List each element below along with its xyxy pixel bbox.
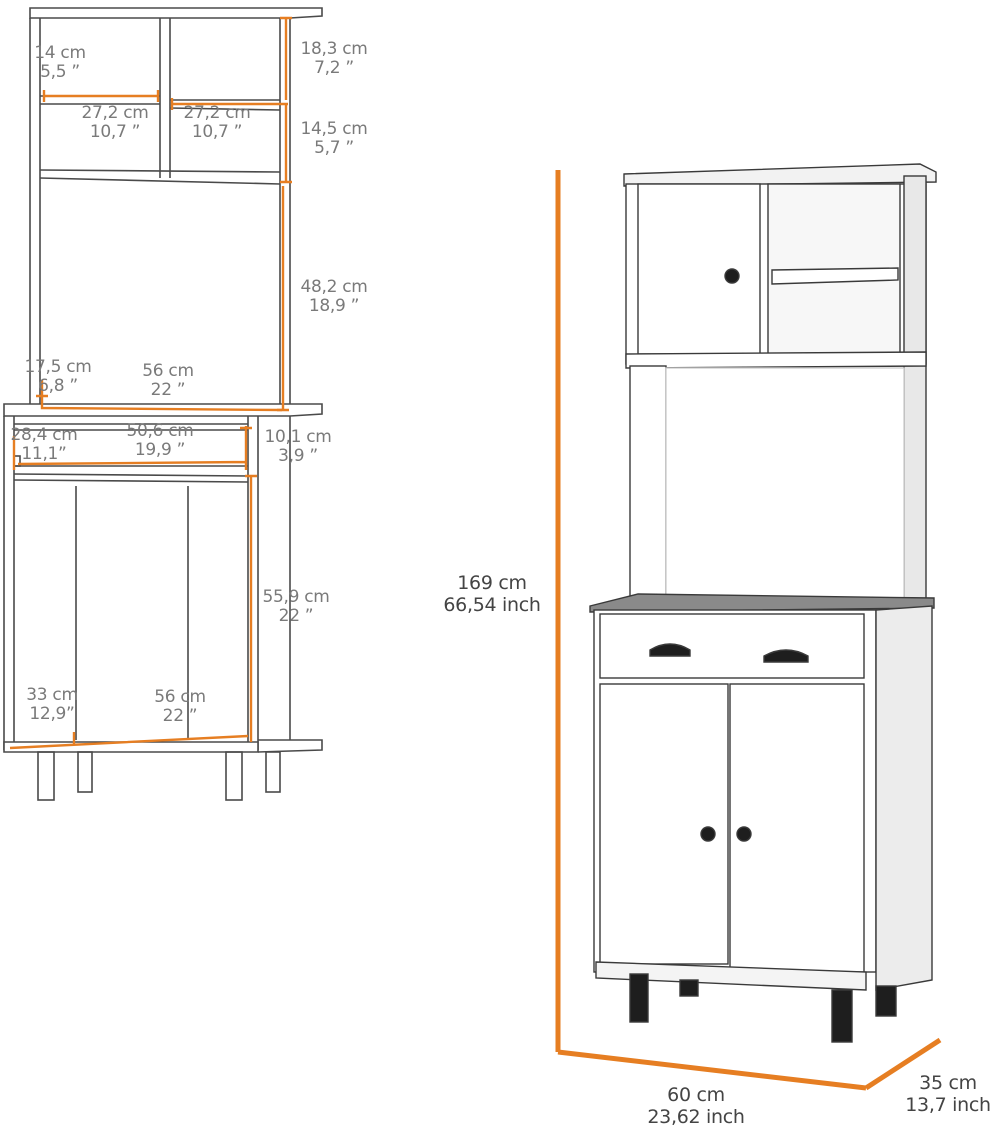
- label-top-compartment-height: 18,3 cm 7,2 ”: [300, 39, 368, 78]
- label-overall-height: 169 cm 66,54 inch: [443, 572, 541, 616]
- leg-front-right: [225, 751, 243, 801]
- label-base-width: 56 cm 22 ”: [154, 687, 206, 726]
- render-hutch-bottom: [625, 351, 927, 369]
- leg-back-left: [77, 751, 93, 793]
- leg-front-left: [37, 751, 55, 801]
- product-render: [589, 163, 937, 1043]
- render-left-door: [599, 683, 729, 965]
- render-hutch-top: [623, 163, 937, 187]
- product-dimensions: [555, 170, 942, 1091]
- base-back-right: [257, 416, 323, 753]
- dim-drawer-width: [17, 426, 252, 470]
- base-left-side: [3, 416, 15, 750]
- base-right-side: [247, 416, 259, 750]
- render-shelf-board: [771, 267, 899, 285]
- base-interior-panels: [75, 486, 189, 740]
- label-shelf-left-width: 27,2 cm 10,7 ”: [81, 103, 149, 142]
- line-drawing-dimensions: [9, 16, 292, 750]
- render-leg-back-left: [679, 979, 699, 997]
- label-countertop-width: 56 cm 22 ”: [142, 361, 194, 400]
- dim-overall-depth: [864, 1037, 942, 1091]
- label-drawer-width: 50,6 cm 19,9 ”: [126, 421, 194, 460]
- label-drawer-depth: 28,4 cm 11,1”: [10, 425, 78, 464]
- hutch-right-side: [279, 18, 291, 408]
- label-middle-compartment-height: 14,5 cm 5,7 ”: [300, 119, 368, 158]
- label-drawer-height: 10,1 cm 3,9 ”: [264, 427, 332, 466]
- label-top-left-shelf: 14 cm 5,5 ”: [34, 43, 86, 82]
- render-left-post: [629, 365, 667, 603]
- dim-open-space-height: [277, 186, 289, 412]
- hutch-left-side: [29, 18, 41, 410]
- label-open-space-height: 48,2 cm 18,9 ”: [300, 277, 368, 316]
- render-drawer-handle-right: [763, 649, 809, 663]
- dim-base-height: [245, 474, 257, 742]
- dim-overall-width: [557, 1049, 867, 1091]
- hutch-center-divider: [159, 18, 171, 178]
- render-leg-front-right: [831, 989, 853, 1043]
- dim-base-width: [9, 732, 249, 750]
- label-overall-depth: 35 cm 13,7 inch: [905, 1072, 991, 1116]
- render-drawer-handle-left: [649, 643, 691, 657]
- render-right-door: [729, 683, 865, 973]
- render-upper-door: [637, 183, 761, 355]
- dim-top-left-shelf: [42, 90, 160, 102]
- render-leg-back-right: [875, 985, 897, 1017]
- render-countertop: [589, 593, 935, 613]
- label-countertop-depth: 17,5 cm 6,8 ”: [24, 357, 92, 396]
- render-left-door-knob: [700, 826, 716, 842]
- hutch-shelf-right: [169, 99, 281, 111]
- drawer-box: [13, 423, 249, 483]
- dim-shelf-right: [170, 98, 288, 110]
- label-overall-width: 60 cm 23,62 inch: [647, 1084, 745, 1128]
- label-base-depth: 33 cm 12,9”: [26, 685, 78, 724]
- render-upper-door-knob: [724, 268, 740, 284]
- line-drawing: [3, 7, 323, 801]
- dim-top-compartment-height: [280, 16, 292, 100]
- leg-back-right: [265, 751, 281, 793]
- render-leg-front-left: [629, 973, 649, 1023]
- dim-countertop: [36, 380, 283, 412]
- render-hutch-right-depth: [903, 175, 927, 607]
- hutch-top-board: [29, 7, 323, 19]
- render-base-side: [875, 605, 933, 991]
- render-drawer-front: [599, 613, 865, 679]
- dim-middle-compartment-height: [280, 104, 292, 184]
- hutch-bottom-shelf: [39, 169, 281, 185]
- render-right-door-knob: [736, 826, 752, 842]
- label-base-cabinet-height: 55,9 cm 22 ”: [262, 587, 330, 626]
- label-shelf-right-width: 27,2 cm 10,7 ”: [183, 103, 251, 142]
- render-base-bottom: [595, 961, 867, 991]
- render-open-back: [665, 367, 905, 603]
